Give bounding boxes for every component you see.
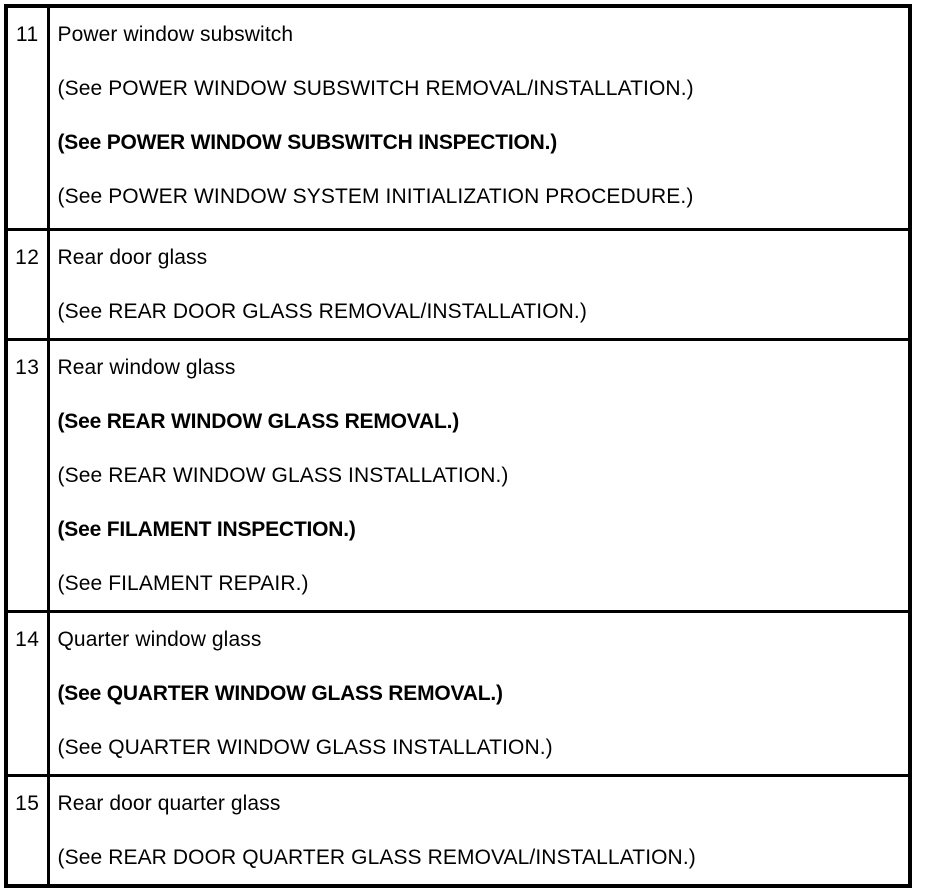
row-bottom-spacer [58, 594, 903, 610]
service-manual-table: 11 Power window subswitch (See POWER WINDO… [4, 4, 912, 888]
description-cell: Power window subswitch (See POWER WINDOW … [48, 8, 908, 230]
item-number-cell: 12 [8, 228, 50, 340]
cross-reference: (See FILAMENT REPAIR.) [57, 572, 309, 595]
table-row: 13 Rear window glass (See REAR WINDOW GLAS… [8, 338, 908, 612]
description-lines: Rear door glass (See REAR DOOR GLASS REMO… [58, 231, 903, 338]
description-lines: Quarter window glass (See QUARTER WINDOW … [58, 613, 903, 774]
description-cell: Quarter window glass (See QUARTER WINDOW … [48, 610, 908, 776]
table-row: 11 Power window subswitch (See POWER WINDO… [8, 8, 908, 230]
item-number-cell: 13 [8, 338, 50, 612]
cross-reference: (See REAR DOOR GLASS REMOVAL/INSTALLATIO… [57, 300, 587, 323]
table-body: 11 Power window subswitch (See POWER WINDO… [8, 8, 908, 884]
component-title: Rear door glass [57, 246, 208, 269]
description-cell: Rear window glass (See REAR WINDOW GLASS … [48, 338, 908, 612]
description-lines: Rear window glass (See REAR WINDOW GLASS … [58, 341, 903, 610]
cross-reference: (See REAR WINDOW GLASS REMOVAL.) [57, 410, 460, 433]
cross-reference: (See REAR DOOR QUARTER GLASS REMOVAL/INS… [57, 846, 696, 869]
item-number: 14 [15, 628, 40, 651]
row-bottom-spacer [58, 758, 903, 774]
component-reference-table: 11 Power window subswitch (See POWER WINDO… [8, 8, 908, 884]
table-row: 12 Rear door glass (See REAR DOOR GLASS RE… [8, 228, 908, 340]
row-bottom-spacer [58, 868, 903, 884]
item-number-cell: 11 [8, 8, 50, 230]
cross-reference: (See POWER WINDOW SYSTEM INITIALIZATION … [57, 185, 694, 208]
component-title: Rear door quarter glass [57, 792, 281, 815]
description-lines: Power window subswitch (See POWER WINDOW … [58, 8, 903, 228]
row-bottom-spacer [58, 207, 903, 228]
item-number: 15 [15, 792, 40, 815]
item-number: 11 [15, 23, 39, 46]
description-lines: Rear door quarter glass (See REAR DOOR QU… [58, 777, 903, 884]
row-bottom-spacer [58, 322, 903, 338]
item-number: 12 [15, 246, 40, 269]
cross-reference: (See QUARTER WINDOW GLASS INSTALLATION.) [57, 736, 553, 759]
cross-reference: (See FILAMENT INSPECTION.) [57, 518, 356, 541]
cross-reference: (See REAR WINDOW GLASS INSTALLATION.) [57, 464, 509, 487]
item-number-cell: 14 [8, 610, 50, 776]
component-title: Quarter window glass [57, 628, 262, 651]
cross-reference: (See POWER WINDOW SUBSWITCH INSPECTION.) [57, 131, 558, 154]
table-row: 14 Quarter window glass (See QUARTER WINDO… [8, 610, 908, 776]
cross-reference: (See POWER WINDOW SUBSWITCH REMOVAL/INST… [57, 77, 694, 100]
item-number: 13 [15, 356, 40, 379]
description-cell: Rear door glass (See REAR DOOR GLASS REMO… [48, 228, 908, 340]
component-title: Power window subswitch [57, 23, 294, 46]
page-canvas: 11 Power window subswitch (See POWER WINDO… [4, 4, 912, 888]
cross-reference: (See QUARTER WINDOW GLASS REMOVAL.) [57, 682, 503, 705]
component-title: Rear window glass [57, 356, 236, 379]
